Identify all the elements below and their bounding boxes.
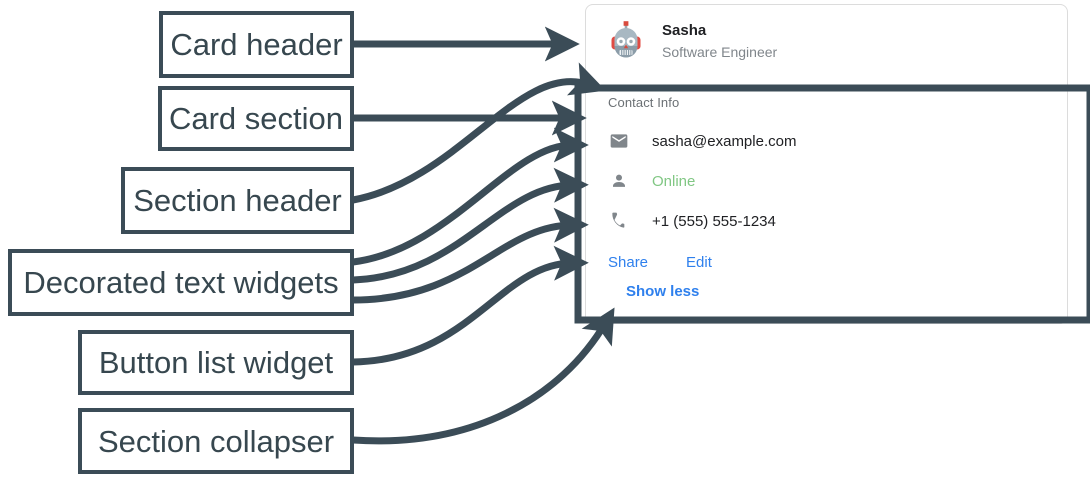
annotation-card-header-label: Card header [170,27,343,62]
annotation-section-collapser: Section collapser [78,408,354,474]
annotation-button-list: Button list widget [78,330,354,395]
arrow-section-collapser [352,307,615,445]
annotation-card-section: Card section [158,86,354,151]
annotation-card-section-label: Card section [168,101,344,136]
arrow-section-header [352,62,606,204]
decorated-text-widget-email: sasha@example.com [608,128,1049,154]
arrow-decorated-text-1 [352,127,589,266]
card-header-subtitle: Software Engineer [662,43,778,60]
section-collapser: Show less [626,283,1049,301]
person-icon [608,170,630,192]
card-header-text: Sasha Software Engineer [662,22,777,59]
card-header: Sasha Software Engineer [586,5,1067,77]
annotation-section-collapser-label: Section collapser [97,423,335,459]
decorated-text-label-email: sasha@example.com [652,132,797,150]
arrow-decorated-text-3 [352,207,589,304]
arrow-button-list [352,245,589,366]
decorated-text-label-phone: +1 (555) 555-1234 [652,212,776,230]
share-button[interactable]: Share [608,254,649,271]
decorated-text-widget-status: Online [608,168,1049,194]
decorated-text-label-status: Online [652,172,696,190]
annotation-card-header: Card header [159,11,354,78]
arrow-decorated-text-2 [352,167,589,284]
card-section: Contact Info sasha@example.com Online [586,77,1067,323]
show-less-button[interactable]: Show less [626,283,700,300]
annotation-section-header: Section header [121,167,354,234]
edit-button[interactable]: Edit [686,254,712,271]
robot-avatar-icon [604,19,648,63]
section-header: Contact Info [608,95,680,110]
card-header-title: Sasha [662,22,707,40]
button-list-widget: Share Edit [608,254,1049,271]
mail-icon [608,130,630,152]
phone-icon [608,210,630,232]
decorated-text-widget-phone: +1 (555) 555-1234 [608,208,1049,234]
annotation-button-list-label: Button list widget [98,345,334,380]
annotation-section-header-label: Section header [133,183,342,218]
annotation-decorated-text-label: Decorated text widgets [23,265,339,300]
annotation-decorated-text: Decorated text widgets [8,249,354,316]
profile-card: Sasha Software Engineer Contact Info sas… [585,4,1068,324]
